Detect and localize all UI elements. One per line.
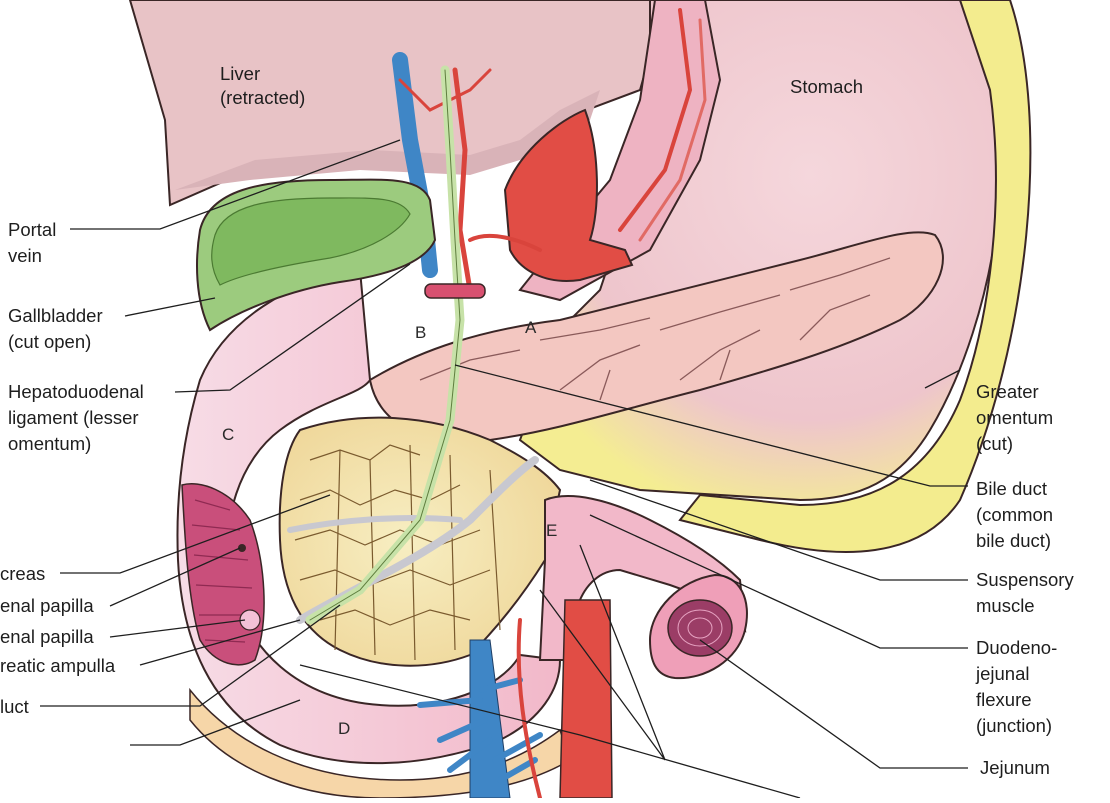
label-bile-duct-2: (common (976, 504, 1053, 525)
label-hepatoduodenal-1: Hepatoduodenal (8, 381, 144, 402)
jejunum-folds (677, 609, 723, 647)
esophagus-stripe (618, 8, 693, 232)
jejunum-lumen (667, 599, 733, 657)
pancreas-body-shape (368, 231, 944, 442)
label-suspensory-2: muscle (976, 595, 1035, 616)
bile-duct-outline (309, 69, 461, 621)
label-jejunum: Jejunum (980, 757, 1050, 778)
minor-papilla-mark (238, 544, 246, 552)
segment-c: C (222, 425, 234, 444)
label-duodenojejunal-1: Duodeno- (976, 637, 1057, 658)
label-hepatoduodenal-2: ligament (lesser (8, 407, 139, 428)
label-pancreas: creas (0, 563, 45, 584)
label-suspensory-1: Suspensory (976, 569, 1074, 590)
label-ampulla: reatic ampulla (0, 655, 116, 676)
label-greater-omentum-2: omentum (976, 407, 1053, 428)
label-major-papilla: enal papilla (0, 595, 94, 616)
label-stomach: Stomach (790, 76, 863, 97)
label-minor-papilla: enal papilla (0, 626, 94, 647)
gallbladder-inner (211, 197, 411, 286)
hepatic-artery (452, 67, 473, 293)
segment-e: E (546, 521, 557, 540)
label-hepatoduodenal-3: omentum) (8, 433, 91, 454)
segment-a: A (525, 318, 537, 337)
label-greater-omentum-1: Greater (976, 381, 1039, 402)
esophagus-shape (518, 0, 722, 302)
ligament-band (424, 283, 486, 299)
label-gallbladder-2: (cut open) (8, 331, 91, 352)
label-duodenojejunal-2: jejunal (975, 663, 1030, 684)
label-portal-vein-1: Portal (8, 219, 56, 240)
aorta (559, 599, 613, 799)
segment-d: D (338, 719, 350, 738)
label-duct: luct (0, 696, 29, 717)
label-duodenojejunal-4: (junction) (976, 715, 1052, 736)
label-greater-omentum-3: (cut) (976, 433, 1013, 454)
label-portal-vein-2: vein (8, 245, 42, 266)
pancreas-lobule-lines (419, 257, 891, 401)
pancreas-head-lobules (294, 444, 501, 661)
label-gallbladder-1: Gallbladder (8, 305, 103, 326)
celiac-trunk-shape (503, 108, 634, 282)
label-liver-2: (retracted) (220, 87, 305, 108)
liver-inner-shadow (175, 90, 600, 190)
label-liver-1: Liver (220, 63, 260, 84)
segment-b: B (415, 323, 426, 342)
esophagus-stripe-2 (638, 18, 707, 242)
label-duodenojejunal-3: flexure (976, 689, 1032, 710)
leader-lines (40, 139, 968, 799)
hepatic-artery-branch-2 (468, 233, 542, 252)
mesenteric-artery (516, 618, 542, 800)
accessory-duct (287, 515, 463, 533)
label-bile-duct-3: bile duct) (976, 530, 1051, 551)
label-bile-duct-1: Bile duct (976, 478, 1047, 499)
